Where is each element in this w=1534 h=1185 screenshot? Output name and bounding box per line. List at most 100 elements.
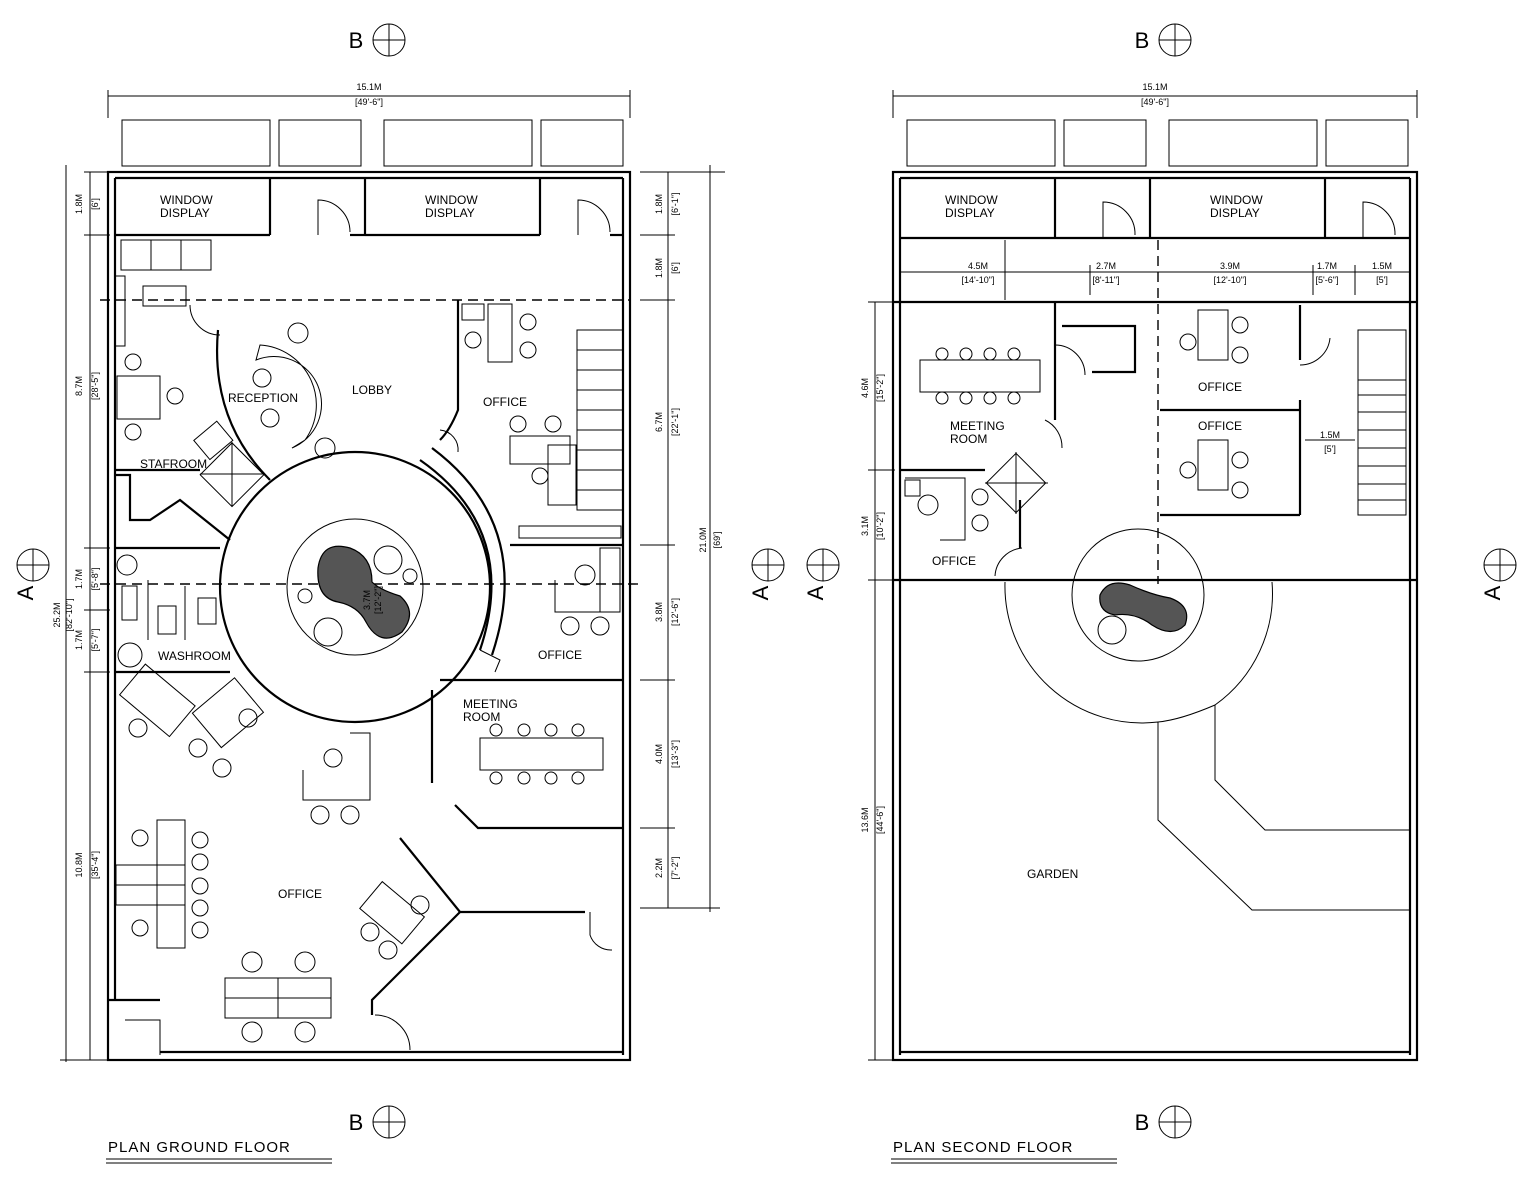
gf-right-dim-1-ft: [6'] (670, 262, 680, 274)
svg-text:B: B (349, 28, 364, 53)
gf-circle-dim-m: 3.7M (362, 590, 372, 610)
gf-top-dim-ft: [49'-6"] (355, 97, 383, 107)
sf-left-dim-1-m: 3.1M (860, 516, 870, 536)
ground-floor-plan: 15.1M [49'-6"] (52, 82, 725, 1164)
gf-right-dim-2-ft: [22'-1"] (670, 408, 680, 436)
gf-plan-title: PLAN GROUND FLOOR (108, 1139, 291, 1156)
section-marker-b-sf-bottom: B (1135, 1105, 1192, 1139)
gf-left-dim-1-ft: [28'-5"] (90, 372, 100, 400)
gf-left-dim-2-ft: [5'-8"] (90, 568, 100, 591)
sf-top-dim-ft: [49'-6"] (1141, 97, 1169, 107)
section-marker-a-sf-left: A (803, 548, 840, 600)
gf-right-dim-5-ft: [7'-2"] (670, 857, 680, 880)
gf-label-stafroom: STAFROOM (140, 457, 207, 471)
section-marker-b-sf-top: B (1135, 23, 1192, 57)
gf-pond: 3.7M [12'-2"] (286, 518, 424, 656)
section-marker-b-gf-top: B (349, 23, 406, 57)
svg-text:A: A (1480, 585, 1505, 600)
gf-right-dim-1-m: 1.8M (654, 258, 664, 278)
gf-outer-wall (106, 170, 632, 1062)
gf-lobby-circle (218, 450, 492, 724)
gf-right-dimensions: 1.8M [6'-1"] 1.8M [6'] 6.7M [22'-1"] 3.8… (640, 165, 725, 912)
sf-storefront (906, 119, 1409, 167)
sf-inner-dim-4-m: 1.5M (1372, 261, 1392, 271)
gf-left-total-m: 25.2M (52, 602, 62, 627)
gf-right-dim-2-m: 6.7M (654, 412, 664, 432)
gf-left-dim-4-m: 10.8M (74, 852, 84, 877)
sf-label-office-2: OFFICE (1198, 419, 1242, 433)
section-marker-a-sf-right: A (1480, 548, 1517, 600)
sf-inner-dim-0-ft: [14'-10"] (962, 275, 995, 285)
gf-right-dim-0-ft: [6'-1"] (670, 193, 680, 216)
sf-left-dim-2-m: 13.6M (860, 807, 870, 832)
gf-left-dim-3-m: 1.7M (74, 630, 84, 650)
gf-right-dim-4-m: 4.0M (654, 744, 664, 764)
gf-left-dim-4-ft: [35'-4"] (90, 851, 100, 879)
gf-label-office-main: OFFICE (278, 887, 322, 901)
gf-left-total-ft: [82'-10"] (64, 599, 74, 632)
sf-inner-dim-0-m: 4.5M (968, 261, 988, 271)
gf-stairs (576, 329, 624, 511)
gf-left-dim-0-ft: [6'] (90, 198, 100, 210)
sf-inner-dim-1-ft: [8'-11"] (1092, 275, 1119, 285)
section-markers: B B B B A A A (13, 23, 1517, 1139)
gf-right-dim-0-m: 1.8M (654, 194, 664, 214)
sf-inner-dim-3-m: 1.7M (1317, 261, 1337, 271)
sf-inner-dim-1-m: 2.7M (1096, 261, 1116, 271)
sf-inner-dimensions: 4.5M [14'-10"] 2.7M [8'-11"] 3.9M [12'-1… (900, 240, 1410, 300)
sf-inner-dim-4-ft: [5'] (1376, 275, 1388, 285)
gf-left-dim-0-m: 1.8M (74, 194, 84, 214)
gf-right-total-m: 21.0M (698, 527, 708, 552)
section-marker-b-gf-bottom: B (349, 1105, 406, 1139)
sf-stair-dim-ft: [5'] (1324, 444, 1336, 454)
gf-left-dim-1-m: 8.7M (74, 376, 84, 396)
gf-right-total-ft: [69'] (712, 532, 722, 549)
sf-pond (1071, 528, 1205, 662)
sf-left-dim-0-m: 4.6M (860, 378, 870, 398)
gf-top-dim-m: 15.1M (356, 82, 381, 92)
svg-text:A: A (748, 585, 773, 600)
gf-label-office-e: OFFICE (538, 648, 582, 662)
gf-storefront (121, 119, 624, 167)
gf-label-washroom: WASHROOM (158, 649, 231, 663)
sf-inner-dim-3-ft: [5'-6"] (1316, 275, 1339, 285)
gf-label-office-ne: OFFICE (483, 395, 527, 409)
svg-text:B: B (1135, 1110, 1150, 1135)
section-marker-a-gf-left: A (13, 548, 50, 600)
sf-label-garden: GARDEN (1027, 867, 1078, 881)
sf-top-dim-m: 15.1M (1142, 82, 1167, 92)
sf-left-dim-1-ft: [10'-2"] (875, 512, 885, 540)
gf-label-lobby: LOBBY (352, 383, 392, 397)
sf-outer-wall (891, 170, 1419, 1062)
second-floor-plan: 15.1M [49'-6"] 4.5M [14'-10"] 2.7 (860, 82, 1419, 1164)
section-marker-a-gf-right: A (748, 548, 785, 600)
sf-left-dimensions: 4.6M [15'-2"] 3.1M [10'-2"] 13.6M [44'-6… (860, 301, 895, 1061)
gf-left-dim-3-ft: [5'-7"] (90, 629, 100, 652)
sf-meeting-table (919, 347, 1041, 405)
svg-text:B: B (1135, 28, 1150, 53)
gf-right-dim-3-m: 3.8M (654, 602, 664, 622)
gf-right-dim-4-ft: [13'-3"] (670, 740, 680, 768)
sf-top-dimension: 15.1M [49'-6"] (892, 82, 1418, 118)
gf-left-dimensions: 1.8M [6'] 8.7M [28'-5"] 1.7M [5'-8"] 1.7… (52, 165, 110, 1062)
sf-inner-dim-2-ft: [12'-10"] (1214, 275, 1247, 285)
svg-text:B: B (349, 1110, 364, 1135)
sf-plan-title: PLAN SECOND FLOOR (893, 1139, 1073, 1156)
sf-label-office-3: OFFICE (932, 554, 976, 568)
sf-left-dim-2-ft: [44'-6"] (875, 806, 885, 834)
sf-stair-dim-m: 1.5M (1320, 430, 1340, 440)
gf-label-reception: RECEPTION (228, 391, 298, 405)
sf-label-office-1: OFFICE (1198, 380, 1242, 394)
svg-text:A: A (13, 585, 38, 600)
sf-lift (985, 452, 1048, 514)
sf-inner-dim-2-m: 3.9M (1220, 261, 1240, 271)
gf-right-dim-5-m: 2.2M (654, 858, 664, 878)
gf-right-dim-3-ft: [12'-6"] (670, 598, 680, 626)
gf-left-dim-2-m: 1.7M (74, 569, 84, 589)
